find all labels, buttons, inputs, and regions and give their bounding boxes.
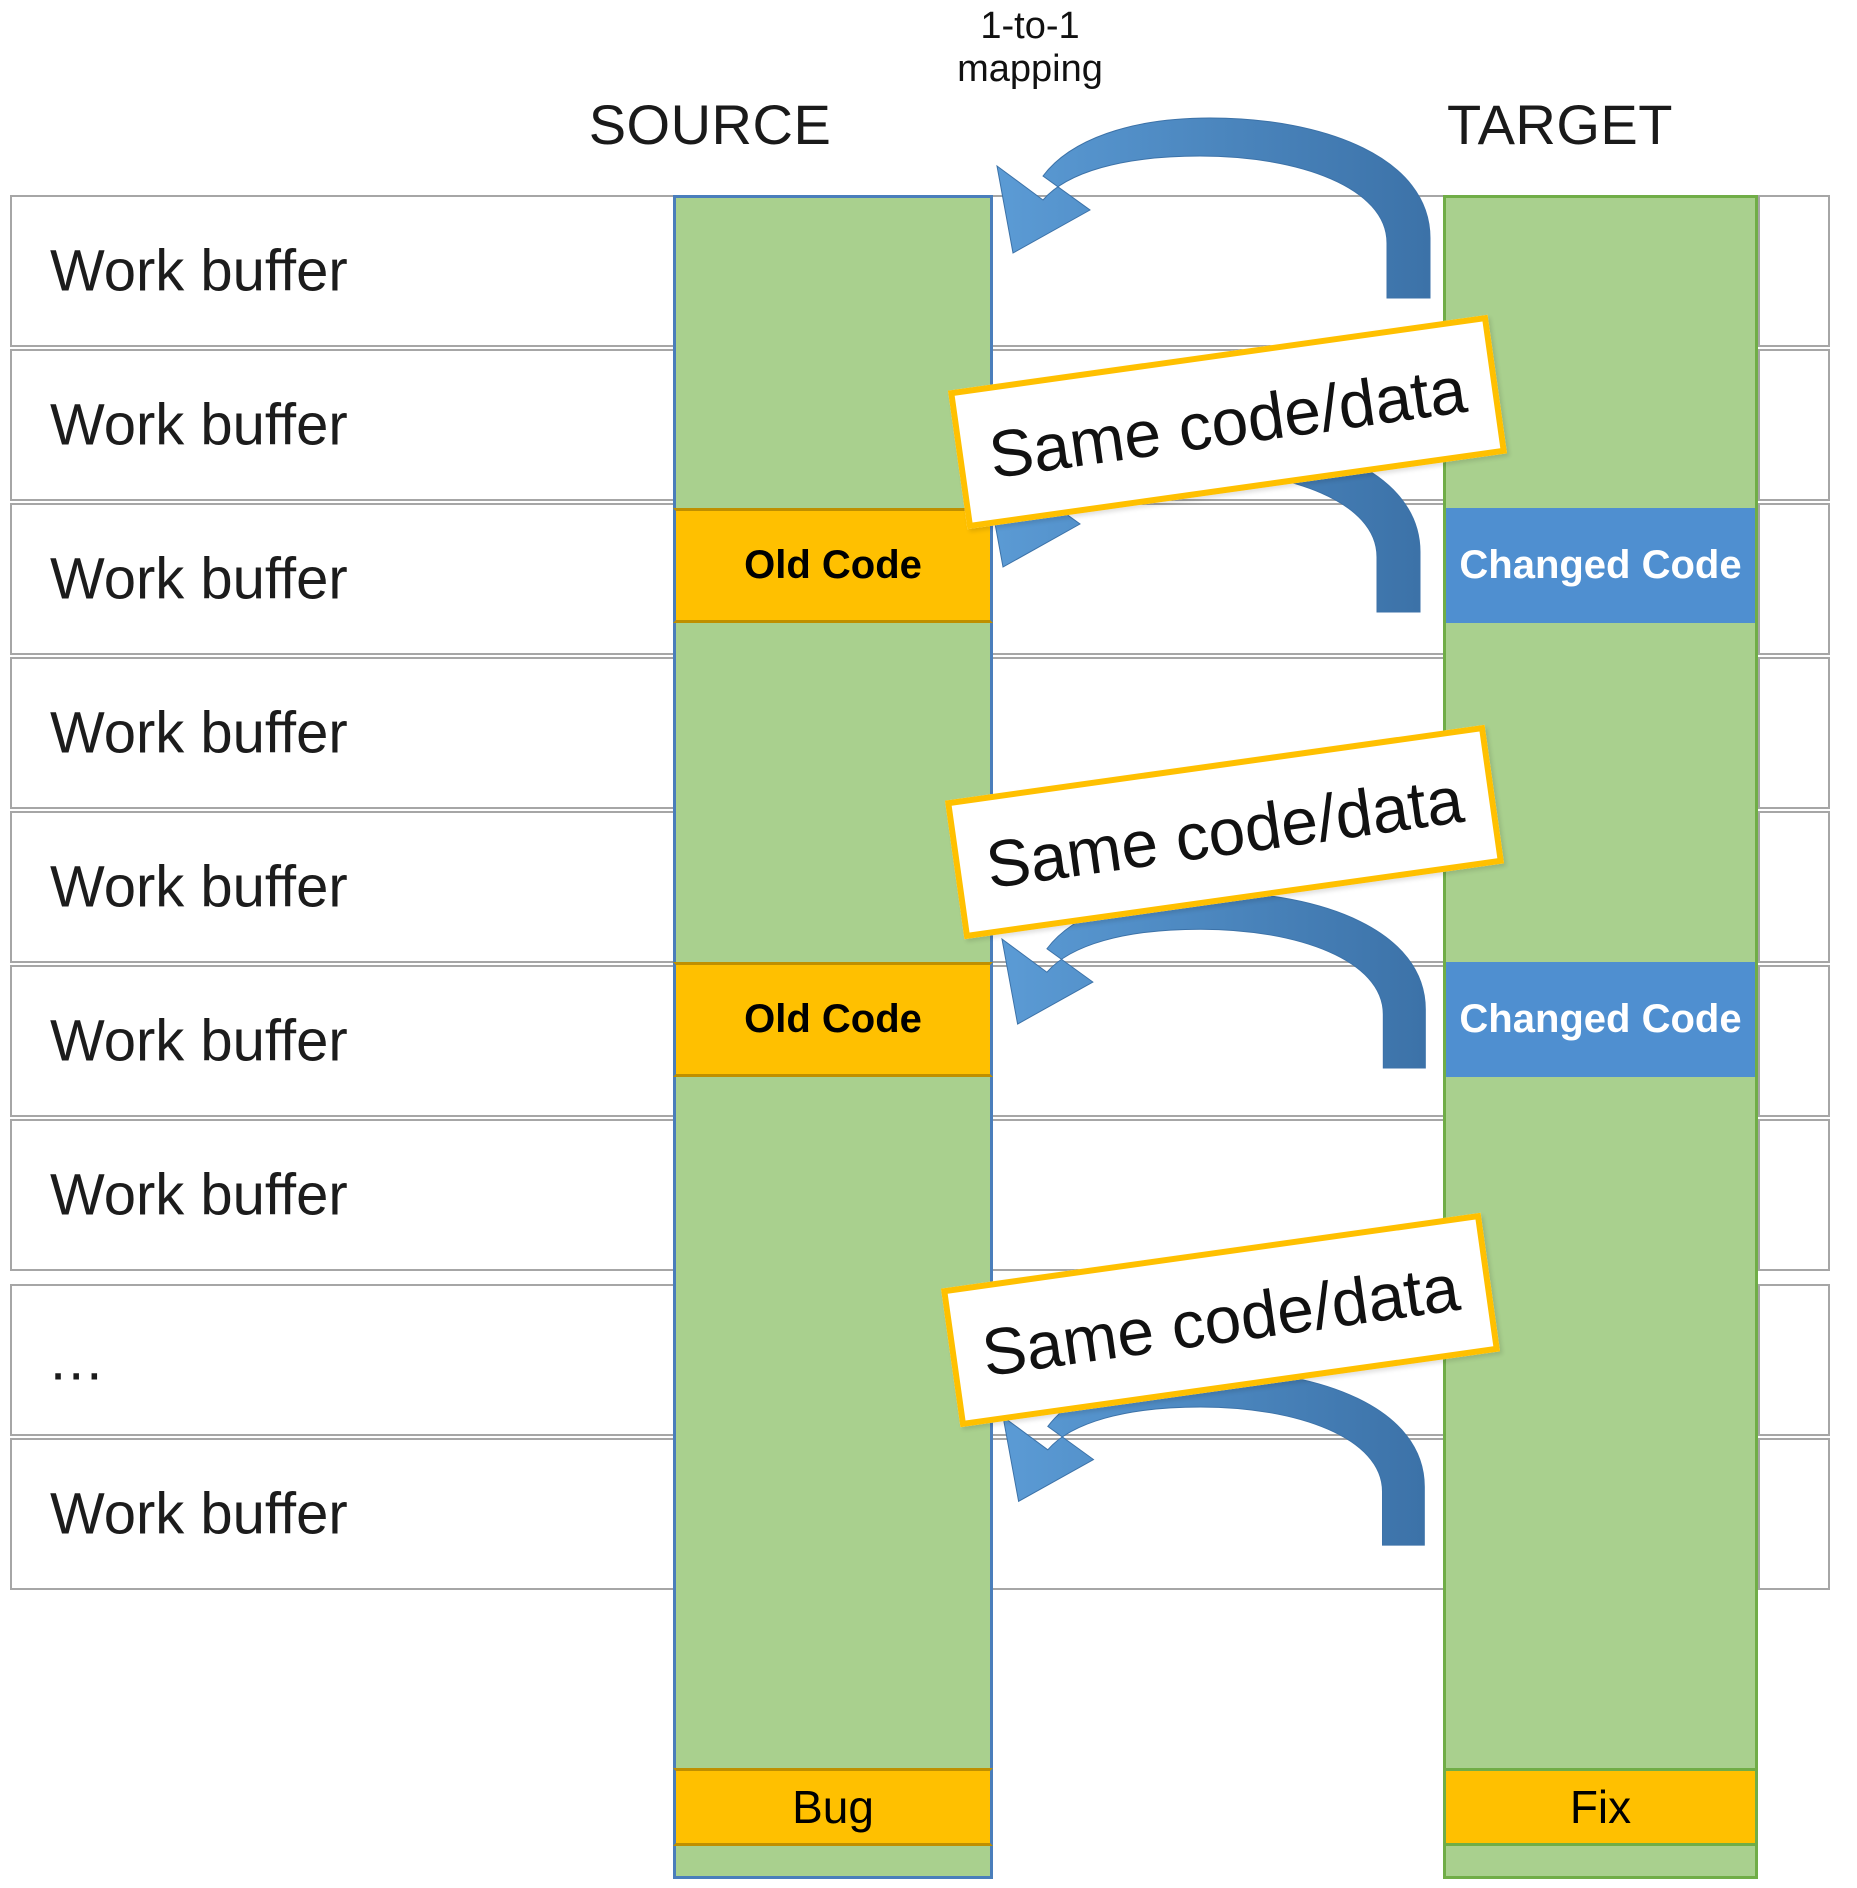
target-chip-changed-code-1[interactable]: Changed Code [1443,508,1758,623]
source-chip-old-code-2[interactable]: Old Code [673,962,993,1077]
one-to-one-mapping-label: 1-to-1 mapping [880,5,1180,90]
row-label: Work buffer [50,238,348,304]
source-chip-old-code-1[interactable]: Old Code [673,508,993,623]
target-chip-label: Changed Code [1459,542,1742,587]
target-chip-label: Changed Code [1459,996,1742,1041]
row-label: Work buffer [50,546,348,612]
row-label: Work buffer [50,392,348,458]
row-label: Work buffer [50,1008,348,1074]
row-label: Work buffer [50,1481,348,1547]
mapping-label-line1: 1-to-1 [980,5,1080,47]
target-chip-fix[interactable]: Fix [1443,1768,1758,1846]
right-gutter-cell [1758,1438,1830,1590]
right-gutter-cell [1758,349,1830,501]
right-gutter-cell [1758,195,1830,347]
right-gutter-cell [1758,811,1830,963]
row-label: Work buffer [50,1162,348,1228]
right-gutter-cell [1758,1284,1830,1436]
target-chip-changed-code-2[interactable]: Changed Code [1443,962,1758,1077]
source-column-header: SOURCE [588,93,832,156]
right-gutter-cell [1758,657,1830,809]
right-gutter-cell [1758,965,1830,1117]
right-gutter-cell [1758,1119,1830,1271]
row-label: Work buffer [50,854,348,920]
target-column-header: TARGET [1447,93,1673,156]
row-label: Work buffer [50,700,348,766]
right-gutter-cell [1758,503,1830,655]
source-chip-bug[interactable]: Bug [673,1768,993,1846]
mapping-label-line2: mapping [957,47,1103,90]
row-label: ... [50,1327,105,1393]
